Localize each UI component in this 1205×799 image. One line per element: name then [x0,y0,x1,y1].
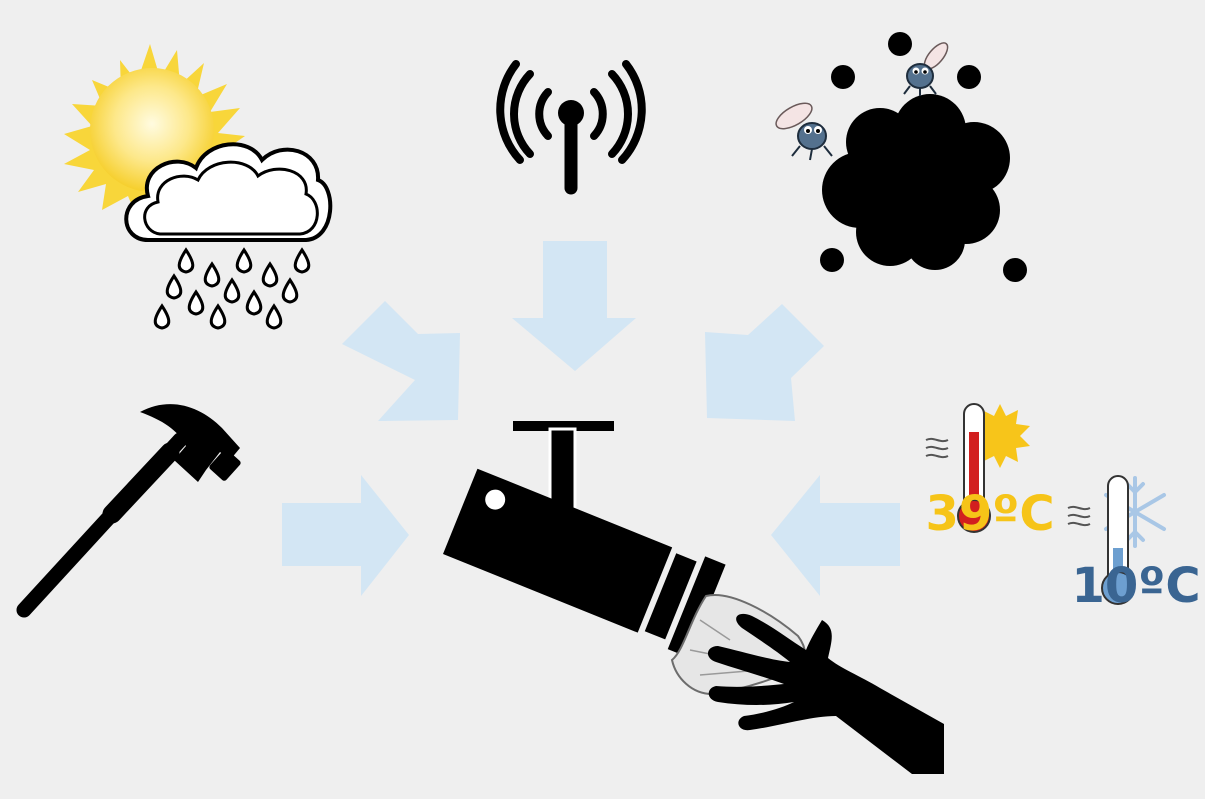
camera-mount-top [513,421,614,431]
arrow-from-top-left [342,301,460,421]
hand-silhouette [707,613,944,774]
camera-body [443,468,673,633]
sun-rain-cloud-icon [64,44,333,330]
arrow-from-top-right [705,304,824,421]
dirt-cloud [820,32,1027,282]
fly-icon [903,42,949,96]
arrow-from-top [512,241,636,371]
hammer-icon [16,404,241,618]
hot-temperature-label: 39ºC [925,486,1054,542]
rain-cloud-icon [124,142,333,242]
cold-temperature-label: 10ºC [1071,558,1200,614]
thermometers-hot-cold-icon: 39ºC 10ºC [925,403,1201,614]
arrows [282,241,900,596]
arrow-from-right [771,475,900,596]
camera-lens-ring [644,553,697,640]
wireless-antenna-icon [496,60,646,195]
dirt-cloud-with-flies-icon [775,32,1027,282]
cleaning-hand-icon [670,594,944,774]
camera-led [485,489,506,510]
fly-icon [775,102,833,161]
camera-lens [667,556,726,658]
cold-thermometer-icon [1067,475,1166,605]
security-camera-icon [443,421,726,658]
hot-thermometer-icon [925,403,1030,533]
arrow-from-left [282,475,409,596]
raindrops [153,247,311,330]
